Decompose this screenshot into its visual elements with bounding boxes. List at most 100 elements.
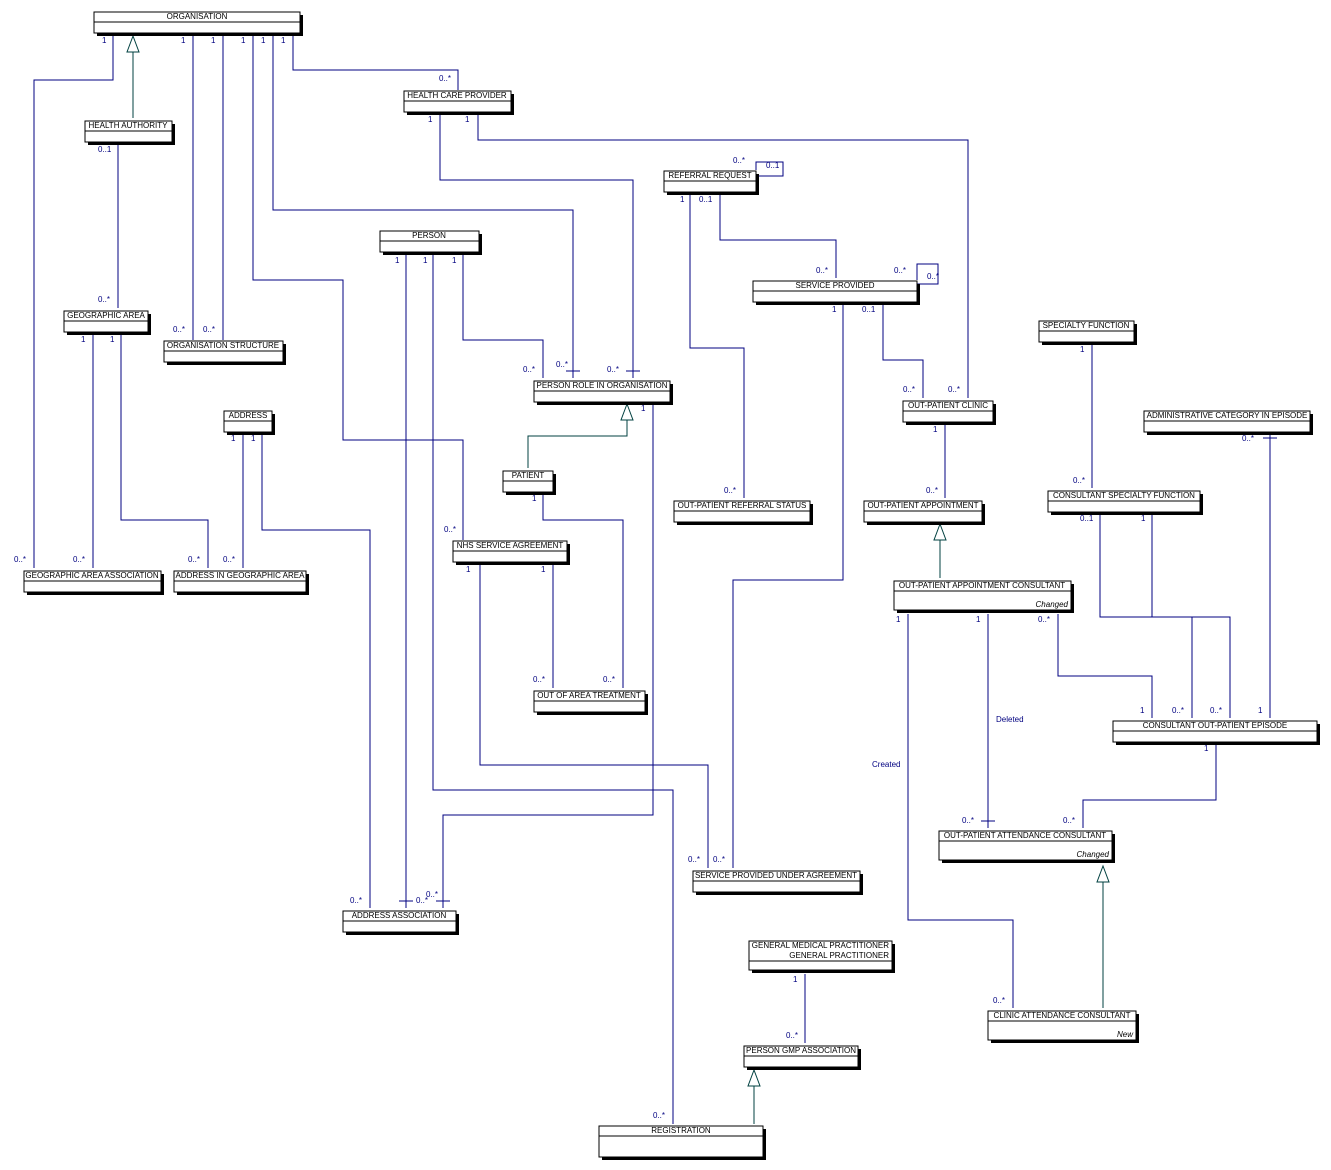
entity-patient[interactable]: PATIENT [502, 470, 556, 495]
entity-status: Changed [1077, 850, 1110, 859]
entity-specialty-function[interactable]: SPECIALTY FUNCTION [1038, 320, 1137, 345]
mult-label: 1 [423, 256, 428, 265]
line-referral-service-provided [719, 194, 837, 278]
mult-label: 1 [1140, 706, 1145, 715]
mult-label: 0..* [416, 896, 428, 905]
entity-name: GEOGRAPHIC AREA ASSOCIATION [25, 571, 158, 580]
gen-arrow-person-gmp [747, 1068, 761, 1087]
entity-organisation[interactable]: ORGANISATION [93, 11, 303, 36]
entity-name: PATIENT [512, 471, 545, 480]
entity-registration[interactable]: REGISTRATION [598, 1125, 766, 1160]
line-org-health-care-provider [292, 34, 459, 90]
mult-label: 0..* [203, 325, 215, 334]
entity-service-provided[interactable]: SERVICE PROVIDED [752, 280, 920, 305]
line-person-registration [432, 254, 674, 1124]
role-created-label: Created [872, 760, 900, 769]
mult-label: 0..1 [699, 195, 713, 204]
entity-consultant-out-patient-episode[interactable]: CONSULTANT OUT-PATIENT EPISODE [1112, 720, 1320, 745]
entity-name: CONSULTANT OUT-PATIENT EPISODE [1143, 721, 1287, 730]
entity-name: ADDRESS [229, 411, 268, 420]
mult-label: 1 [465, 115, 470, 124]
entity-name: SERVICE PROVIDED UNDER AGREEMENT [695, 871, 857, 880]
mult-label: 0..* [439, 74, 451, 83]
line-org-geographic-area-association [33, 34, 114, 568]
mult-label: 1 [680, 195, 685, 204]
mult-label: 0..* [1073, 476, 1085, 485]
entity-general-medical-practitioner[interactable]: GENERAL MEDICAL PRACTITIONER GENERAL PRA… [748, 940, 895, 973]
entity-name: ADDRESS IN GEOGRAPHIC AREA [176, 571, 306, 580]
entity-name: SERVICE PROVIDED [796, 281, 875, 290]
entity-out-of-area-treatment[interactable]: OUT OF AREA TREATMENT [533, 690, 648, 715]
mult-label: 0..* [556, 360, 568, 369]
entity-health-care-provider[interactable]: HEALTH CARE PROVIDER [403, 90, 514, 115]
entity-name: ORGANISATION [167, 12, 228, 21]
entity-out-patient-referral-status[interactable]: OUT-PATIENT REFERRAL STATUS [673, 500, 813, 525]
entity-person-role-in-organisation[interactable]: PERSON ROLE IN ORGANISATION [533, 380, 673, 405]
mult-label: 0..* [444, 525, 456, 534]
entity-geographic-area[interactable]: GEOGRAPHIC AREA [63, 310, 151, 335]
role-labels: Deleted Created [872, 715, 1024, 769]
line-address-address-association [261, 434, 371, 908]
entity-name: OUT-PATIENT ATTENDANCE CONSULTANT [944, 831, 1106, 840]
entity-person[interactable]: PERSON [379, 230, 482, 255]
entity-consultant-specialty-function[interactable]: CONSULTANT SPECIALTY FUNCTION [1047, 490, 1203, 515]
entity-boxes: ORGANISATION HEALTH CARE PROVIDER HEALTH… [23, 11, 1320, 1160]
entity-name: PERSON GMP ASSOCIATION [746, 1046, 856, 1055]
entity-name: REFERRAL REQUEST [668, 171, 751, 180]
entity-out-patient-appointment-consultant[interactable]: OUT-PATIENT APPOINTMENT CONSULTANT Chang… [893, 580, 1074, 613]
entity-name: HEALTH AUTHORITY [89, 121, 169, 130]
entity-address-in-geographic-area[interactable]: ADDRESS IN GEOGRAPHIC AREA [173, 570, 309, 595]
gen-patient-person-role [527, 420, 628, 468]
entity-name: GENERAL MEDICAL PRACTITIONER [752, 941, 889, 950]
entity-clinic-attendance-consultant[interactable]: CLINIC ATTENDANCE CONSULTANT New [987, 1010, 1139, 1043]
entity-name: OUT-PATIENT APPOINTMENT [867, 501, 978, 510]
entity-out-patient-attendance-consultant[interactable]: OUT-PATIENT ATTENDANCE CONSULTANT Change… [938, 830, 1115, 863]
entity-name: REGISTRATION [651, 1126, 711, 1135]
line-opac-clinic-attendance-created [907, 614, 1014, 1008]
entity-address[interactable]: ADDRESS [223, 410, 275, 435]
entity-name: CONSULTANT SPECIALTY FUNCTION [1053, 491, 1195, 500]
line-patient-out-of-area-treatment [542, 494, 624, 688]
mult-label: 1 [181, 36, 186, 45]
entity-name: OUT-PATIENT REFERRAL STATUS [678, 501, 807, 510]
mult-label: 0..* [1172, 706, 1184, 715]
entity-out-patient-clinic[interactable]: OUT-PATIENT CLINIC [902, 400, 996, 425]
mult-label: 0..* [523, 365, 535, 374]
mult-label: 0..1 [766, 161, 780, 170]
mult-label: 0..* [1038, 615, 1050, 624]
line-nhs-sa-spua [479, 564, 709, 868]
mult-label: 1 [452, 256, 457, 265]
line-hcp-out-patient-clinic [477, 114, 969, 398]
entity-address-association[interactable]: ADDRESS ASSOCIATION [342, 910, 459, 935]
mult-label: 0..* [962, 816, 974, 825]
entity-geographic-area-association[interactable]: GEOGRAPHIC AREA ASSOCIATION [23, 570, 164, 595]
mult-label: 1 [976, 615, 981, 624]
mult-label: 1 [1141, 514, 1146, 523]
entity-status: New [1117, 1030, 1134, 1039]
entity-administrative-category-in-episode[interactable]: ADMINISTRATIVE CATEGORY IN EPISODE [1143, 410, 1313, 435]
mult-label: 1 [1258, 706, 1263, 715]
entity-person-gmp-association[interactable]: PERSON GMP ASSOCIATION [743, 1045, 861, 1070]
mult-label: 0..* [724, 486, 736, 495]
entity-referral-request[interactable]: REFERRAL REQUEST [663, 170, 759, 195]
entity-name: PERSON [412, 231, 446, 240]
entity-out-patient-appointment[interactable]: OUT-PATIENT APPOINTMENT [863, 500, 985, 525]
mult-label: 0..* [188, 555, 200, 564]
mult-label: 0..* [1242, 434, 1254, 443]
mult-label: 0..1 [862, 305, 876, 314]
entity-organisation-structure[interactable]: ORGANISATION STRUCTURE [163, 340, 286, 365]
mult-label: 0..* [993, 996, 1005, 1005]
mult-label: 0..* [786, 1031, 798, 1040]
entity-service-provided-under-agreement[interactable]: SERVICE PROVIDED UNDER AGREEMENT [692, 870, 863, 895]
mult-label: 1 [466, 565, 471, 574]
gen-arrow-appointment [933, 522, 947, 541]
mult-label: 1 [251, 434, 256, 443]
entity-health-authority[interactable]: HEALTH AUTHORITY [84, 120, 175, 145]
entity-name: ADMINISTRATIVE CATEGORY IN EPISODE [1147, 411, 1308, 420]
entity-nhs-service-agreement[interactable]: NHS SERVICE AGREEMENT [452, 540, 570, 565]
mult-label: 1 [395, 256, 400, 265]
line-referral-outpatient-referral-status [689, 194, 745, 498]
generalisation-lines [126, 34, 1110, 1124]
mult-label: 0..* [653, 1111, 665, 1120]
